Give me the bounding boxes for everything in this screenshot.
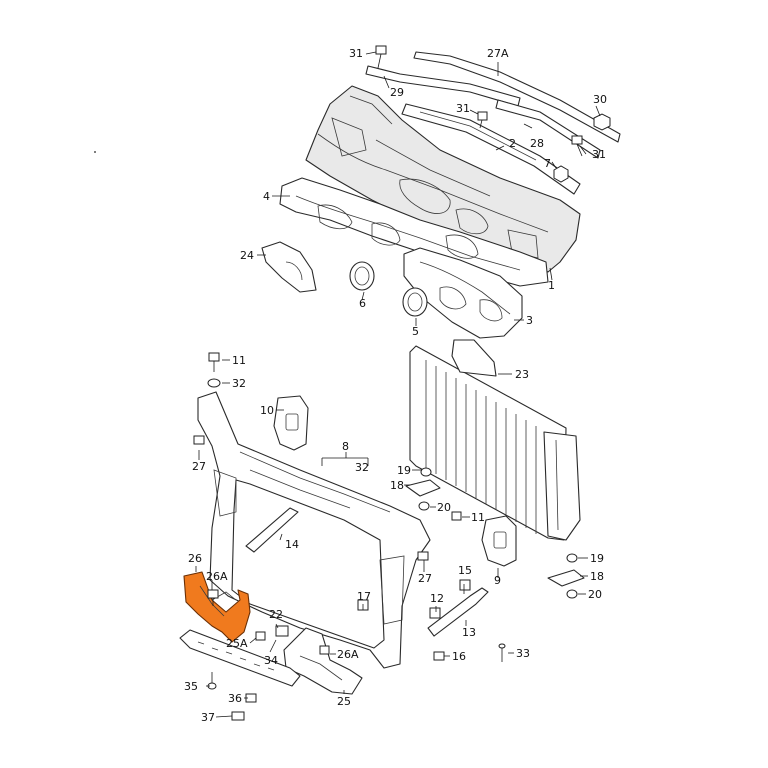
callout-28: 28 — [530, 137, 544, 150]
nut-30 — [593, 113, 611, 131]
callout-1: 1 — [548, 279, 555, 292]
part-27A-cowl-strip — [413, 51, 621, 143]
callout-31: 31 — [349, 47, 363, 60]
part-22-fastener — [275, 625, 289, 637]
callout-34: 34 — [264, 654, 278, 667]
washer-32-left — [207, 378, 221, 388]
nut-26A-left — [207, 589, 219, 606]
clip-27-left — [193, 435, 205, 445]
callout-25A: 25A — [226, 637, 248, 650]
callout-26: 26 — [188, 552, 202, 565]
callout-17: 17 — [357, 590, 371, 603]
bolt-11-left — [208, 352, 220, 372]
callout-11: 11 — [232, 354, 246, 367]
callout-24: 24 — [240, 249, 254, 262]
callout-32: 32 — [232, 377, 246, 390]
part-1-plenum-panel — [305, 85, 581, 273]
callout-13: 13 — [462, 626, 476, 639]
callout-5: 5 — [412, 325, 419, 338]
callout-19: 19 — [397, 464, 411, 477]
callout-36: 36 — [228, 692, 242, 705]
callout-14: 14 — [285, 538, 299, 551]
callout-labels: 31 27A 29 30 31 28 2 31 7 4 24 6 1 5 3 2… — [184, 47, 607, 724]
callout-18: 18 — [390, 479, 404, 492]
part-5-grommet — [402, 287, 428, 317]
part-26-highlighted-bracket — [183, 571, 251, 643]
callout-29: 29 — [390, 86, 404, 99]
bolt-11-right — [451, 511, 462, 521]
clip-37 — [231, 711, 245, 721]
part-6-grommet — [349, 261, 375, 291]
leader-lines — [195, 51, 601, 718]
nut-7 — [553, 165, 569, 183]
callout-26A: 26A — [337, 648, 359, 661]
scan-dot — [94, 151, 96, 153]
clip-12 — [429, 607, 441, 619]
clip-15 — [459, 579, 471, 591]
mount-18-right — [547, 553, 585, 599]
callout-2: 2 — [509, 137, 516, 150]
callout-7: 7 — [544, 157, 551, 170]
callout-8: 8 — [342, 440, 349, 453]
callout-4: 4 — [263, 190, 270, 203]
mount-18-left — [405, 467, 441, 511]
callout-27A: 27A — [487, 47, 509, 60]
callout-11: 11 — [471, 511, 485, 524]
callout-31: 31 — [592, 148, 606, 161]
bolt-31-top — [375, 45, 387, 69]
bolt-33 — [498, 643, 506, 662]
callout-3: 3 — [526, 314, 533, 327]
bolt-25A — [255, 631, 266, 641]
callout-9: 9 — [494, 574, 501, 587]
callout-27: 27 — [192, 460, 206, 473]
callout-16: 16 — [452, 650, 466, 663]
part-9-gasket — [481, 515, 517, 567]
callout-27: 27 — [418, 572, 432, 585]
bolt-16 — [433, 651, 445, 661]
callout-25: 25 — [337, 695, 351, 708]
part-34-bracket — [283, 627, 363, 695]
callout-37: 37 — [201, 711, 215, 724]
callout-6: 6 — [359, 297, 366, 310]
part-24-panel — [261, 241, 317, 293]
part-28-rail — [495, 99, 601, 159]
bolt-35 — [207, 672, 217, 690]
callout-30: 30 — [593, 93, 607, 106]
part-13-rail — [427, 587, 489, 637]
callout-10: 10 — [260, 404, 274, 417]
bolt-26A-right — [319, 645, 330, 655]
callout-31: 31 — [456, 102, 470, 115]
callout-33: 33 — [516, 647, 530, 660]
callout-19: 19 — [590, 552, 604, 565]
callout-20: 20 — [588, 588, 602, 601]
callout-15: 15 — [458, 564, 472, 577]
clip-27-right — [417, 551, 429, 561]
callout-12: 12 — [430, 592, 444, 605]
callout-20: 20 — [437, 501, 451, 514]
callout-23: 23 — [515, 368, 529, 381]
part-10-gasket — [273, 395, 309, 451]
bolt-31-mid — [477, 111, 488, 129]
callout-32: 32 — [355, 461, 369, 474]
callout-35: 35 — [184, 680, 198, 693]
callout-22: 22 — [269, 608, 283, 621]
callout-26A: 26A — [206, 570, 228, 583]
bolt-31-right — [571, 135, 583, 157]
callout-18: 18 — [590, 570, 604, 583]
part-2-cross-member — [401, 103, 581, 195]
part-14-strut — [245, 507, 299, 553]
